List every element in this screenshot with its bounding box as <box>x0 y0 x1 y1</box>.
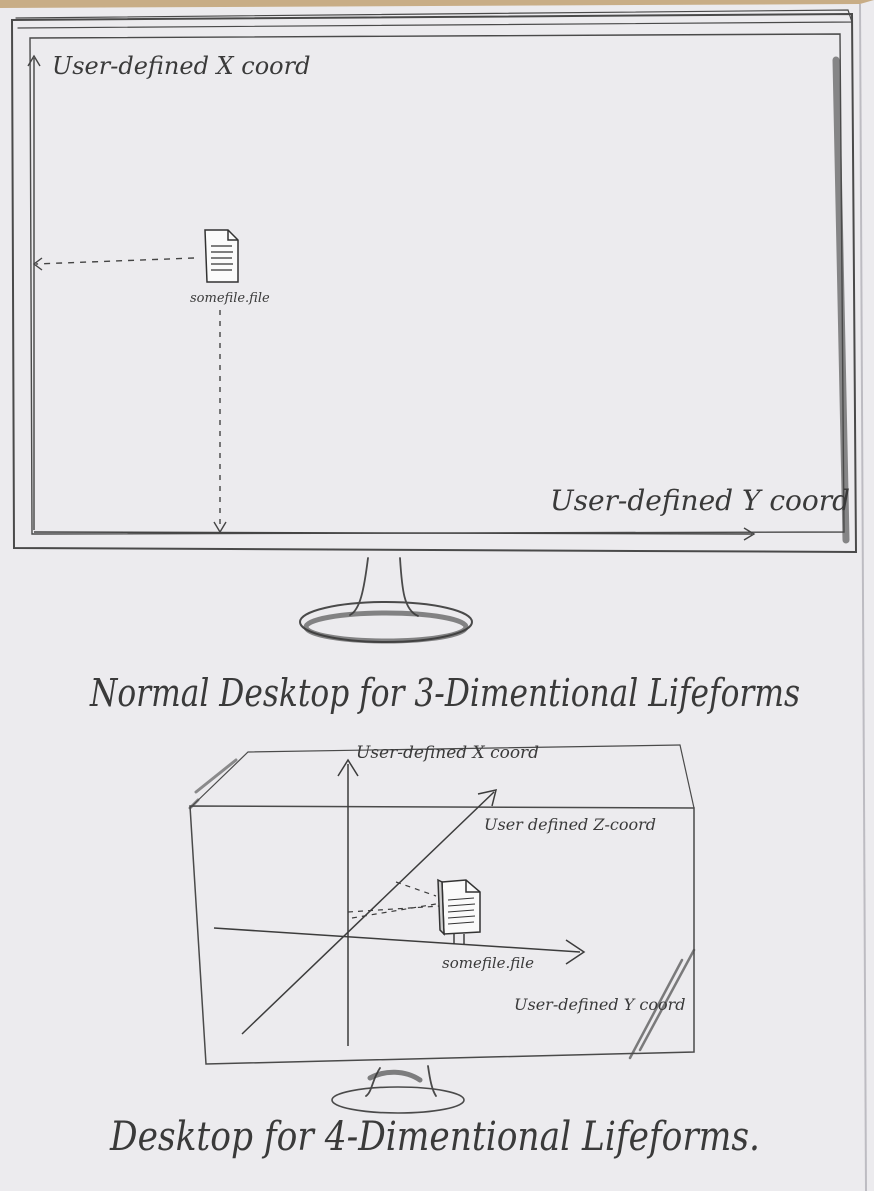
monitor-3d-x-axis-arrow <box>27 54 41 67</box>
y-axis-label: User-defined Y coord <box>550 484 850 517</box>
monitor-3d-guide-horizontal <box>35 257 195 265</box>
monitor-3d-screen <box>29 33 845 535</box>
monitor-4d-guides <box>347 881 441 919</box>
z-axis-label: User defined Z-coord <box>484 815 656 834</box>
monitor-4d-side-edge <box>628 948 696 1060</box>
caption-3d: Normal Desktop for 3-Dimentional Lifefor… <box>89 671 800 715</box>
x-axis-label: User-defined X coord <box>356 743 539 763</box>
monitor-4d-front-face <box>189 805 695 1065</box>
monitor-4d-y-axis <box>213 927 581 953</box>
monitor-4d-stand-base <box>331 1086 465 1114</box>
monitor-4d-axes <box>213 758 586 1046</box>
file-label[interactable]: somefile.file <box>190 291 270 306</box>
x-axis-label: User-defined X coord <box>52 52 310 80</box>
file-icon[interactable] <box>204 229 239 283</box>
monitor-4d-top-edge <box>189 744 681 809</box>
monitor-4d-z-axis <box>241 791 495 1035</box>
monitor-3d-bezel <box>10 12 858 554</box>
y-axis-label: User-defined Y coord <box>514 995 685 1014</box>
caption-4d: Desktop for 4-Dimentional Lifeforms. <box>109 1114 760 1160</box>
monitor-3d-y-axis <box>33 531 753 535</box>
monitor-4d-stand-neck <box>365 1065 437 1097</box>
file-icon[interactable] <box>437 878 481 944</box>
monitor-3d <box>10 9 858 644</box>
monitor-4d <box>188 744 696 1114</box>
monitor-3d-axes <box>27 54 756 541</box>
paper-edge <box>859 3 867 1191</box>
file-label[interactable]: somefile.file <box>442 954 534 972</box>
monitor-3d-bezel-top <box>15 9 853 29</box>
monitor-3d-bezel-right-shade <box>832 56 850 544</box>
monitor-3d-y-axis-arrow <box>743 527 756 541</box>
